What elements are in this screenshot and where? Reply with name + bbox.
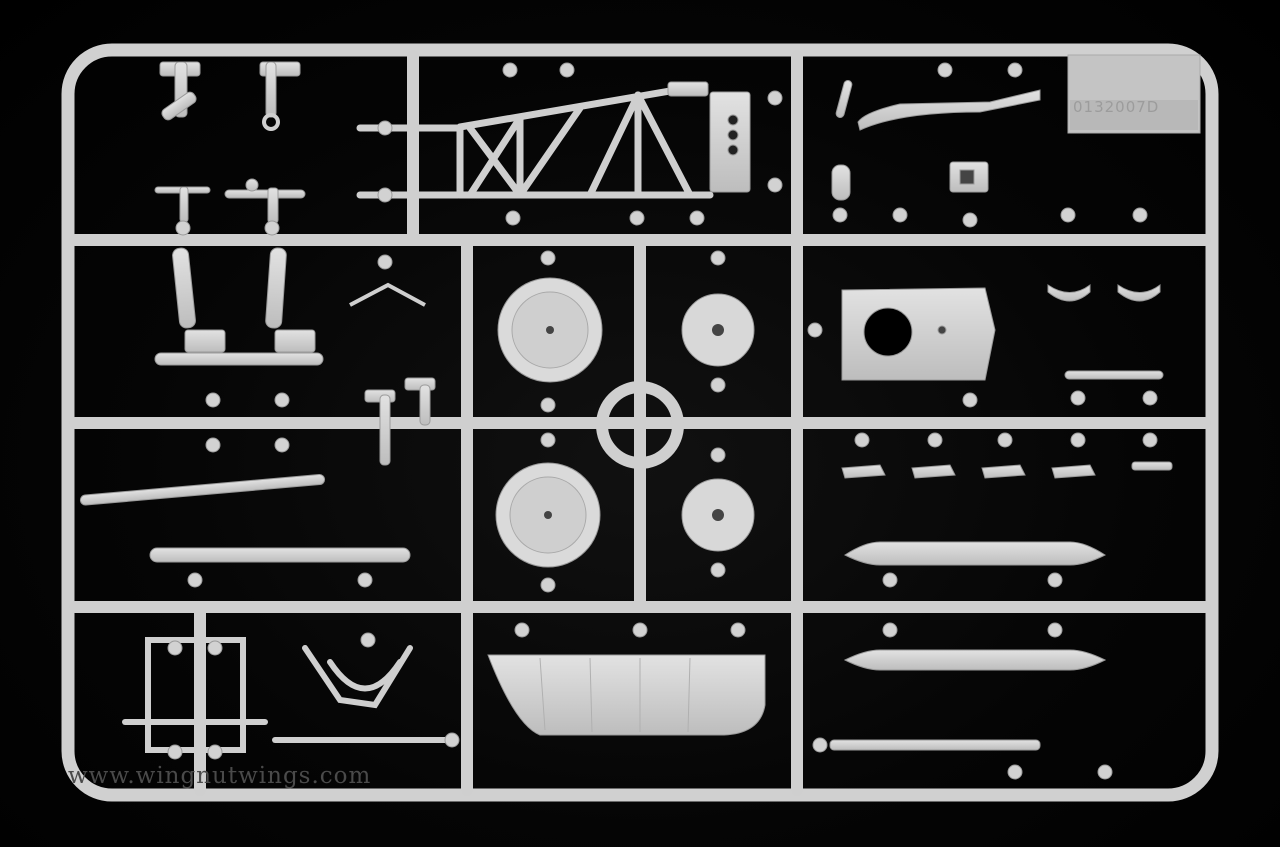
parts-top-left: [154, 61, 306, 224]
gate-stubs: [167, 62, 1158, 780]
sprue-code-label: 0132007D: [1073, 98, 1159, 116]
parts-bottom-left: [122, 637, 458, 753]
parts-panel: [487, 654, 766, 736]
parts-middle-left: [154, 247, 436, 466]
parts-top-right: [831, 80, 1161, 302]
parts-bulkhead: [667, 81, 751, 193]
parts-wheels: [495, 277, 755, 568]
watermark-text: www.wingnutwings.com: [68, 763, 371, 789]
parts-strut-frame: [356, 81, 714, 199]
ring-part: [596, 381, 684, 469]
parts-middle-right: [841, 287, 1173, 479]
parts-lower-right: [829, 541, 1107, 751]
sprue-outer-frame: [61, 43, 1219, 802]
parts-lower-left: [79, 474, 411, 563]
sprue-code-plate: [1067, 54, 1201, 134]
